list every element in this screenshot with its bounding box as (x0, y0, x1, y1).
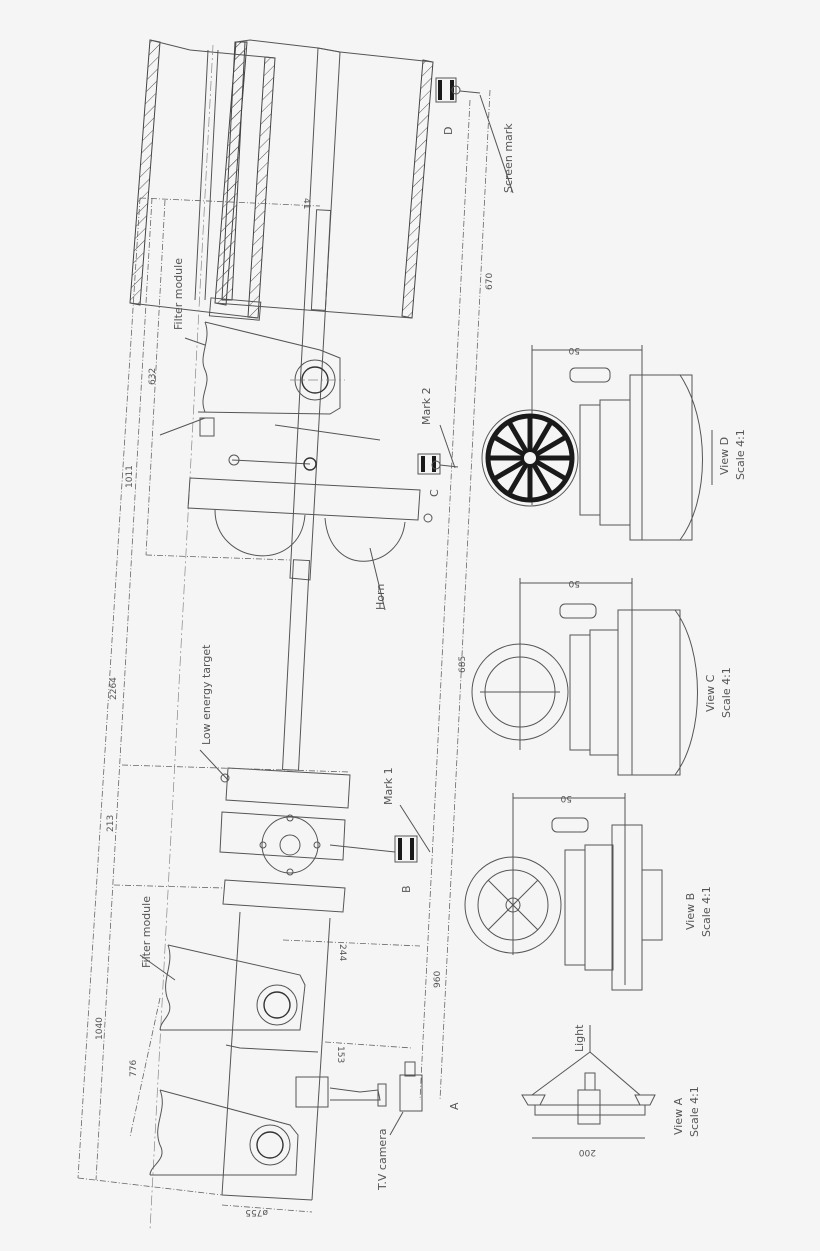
text-labels: Screen mark D Filter module Mark 2 C Hor… (95, 123, 747, 1217)
view-c-scale: Scale 4:1 (720, 667, 733, 718)
dim-213: 213 (106, 815, 116, 832)
view-b-dim: 50 (560, 793, 572, 803)
dim-685: 685 (458, 656, 468, 673)
view-d-dim: 50 (568, 345, 580, 355)
dim-244: 244 (337, 944, 347, 961)
view-d (481, 345, 713, 541)
screen-mark-device (435, 77, 481, 103)
view-c-dim: 50 (568, 578, 580, 588)
view-a (521, 1025, 656, 1139)
beam-line-assembly (149, 39, 481, 1201)
filter-module-top (197, 321, 345, 415)
dim-632: 632 (148, 368, 158, 385)
filter-module-top-label: Filter module (172, 258, 185, 330)
view-b (464, 793, 663, 991)
mark-2-label: Mark 2 (420, 387, 433, 425)
view-b-title: View B (684, 893, 697, 930)
section-b-label: B (400, 885, 413, 893)
view-c-title: View C (704, 674, 717, 712)
section-c-label: C (428, 489, 441, 497)
screen-mark-label: Screen mark (502, 123, 515, 193)
view-c (471, 578, 698, 776)
low-energy-target (219, 767, 418, 913)
tv-camera-label: T.V camera (376, 1129, 389, 1191)
view-b-scale: Scale 4:1 (700, 886, 713, 937)
dim-1011: 1011 (125, 465, 135, 488)
view-d-title: View D (718, 437, 731, 475)
view-a-dim: 200 (579, 1147, 596, 1157)
dim-776: 776 (129, 1060, 139, 1077)
light-label: Light (573, 1024, 586, 1052)
dim-41: 41 (301, 198, 311, 209)
section-a-label: A (448, 1102, 461, 1110)
wheel-target-icon (485, 413, 575, 503)
filter-module-bottom-2 (149, 1089, 299, 1176)
filter-module-bottom-1 (159, 944, 306, 1031)
view-a-scale: Scale 4:1 (688, 1086, 701, 1137)
filter-module-bottom-label: Filter module (140, 896, 153, 968)
leader-lines (139, 94, 514, 1136)
spiral-element (281, 209, 332, 771)
dim-2264: 2264 (109, 677, 119, 700)
dim-960: 960 (433, 971, 443, 988)
dim-1040: 1040 (95, 1017, 105, 1040)
horn-label: Horn (374, 584, 387, 610)
lower-pipe (221, 911, 331, 1201)
dim-670: 670 (485, 273, 495, 290)
section-d-label: D (442, 127, 455, 135)
dim-153: 153 (335, 1046, 345, 1063)
horn-flange (159, 297, 433, 562)
low-energy-target-label: Low energy target (200, 644, 213, 745)
view-a-title: View A (672, 1097, 685, 1135)
view-d-scale: Scale 4:1 (734, 429, 747, 480)
tv-camera (295, 1061, 423, 1112)
dim-diameter-755: ø755 (245, 1207, 268, 1217)
dimension-lines (77, 89, 491, 1213)
mark-1-label: Mark 1 (382, 767, 395, 805)
beam-pipe (129, 39, 276, 1231)
